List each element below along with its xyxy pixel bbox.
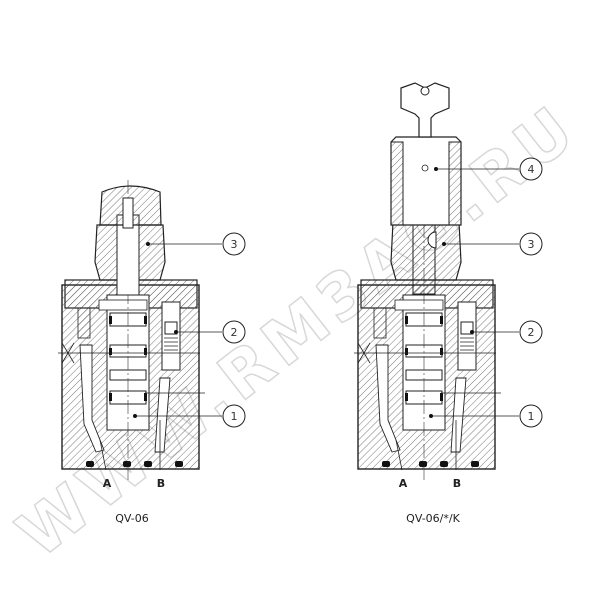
callout-2: 2	[519, 320, 543, 344]
svg-text:3: 3	[231, 238, 238, 251]
left-valve-title: QV-06	[115, 512, 149, 525]
callout-1: 1	[519, 404, 543, 428]
port-b-label: B	[157, 477, 165, 490]
svg-text:2: 2	[231, 326, 238, 339]
svg-text:2: 2	[528, 326, 535, 339]
callout-1: 1	[222, 404, 246, 428]
callout-3: 3	[519, 232, 543, 256]
port-b-label: B	[453, 477, 461, 490]
svg-text:3: 3	[528, 238, 535, 251]
callout-4: 4	[519, 157, 543, 181]
svg-text:1: 1	[528, 410, 535, 423]
svg-text:4: 4	[528, 163, 535, 176]
callout-3: 3	[222, 232, 246, 256]
port-a-label: A	[103, 477, 112, 490]
port-a-label: A	[399, 477, 408, 490]
svg-text:1: 1	[231, 410, 238, 423]
left-valve: 3 2 1 A B QV-06	[57, 179, 246, 525]
right-valve: 4 3 2 1 A B QV-06/*/K	[353, 82, 543, 525]
right-valve-title: QV-06/*/K	[406, 512, 460, 525]
callout-2: 2	[222, 320, 246, 344]
